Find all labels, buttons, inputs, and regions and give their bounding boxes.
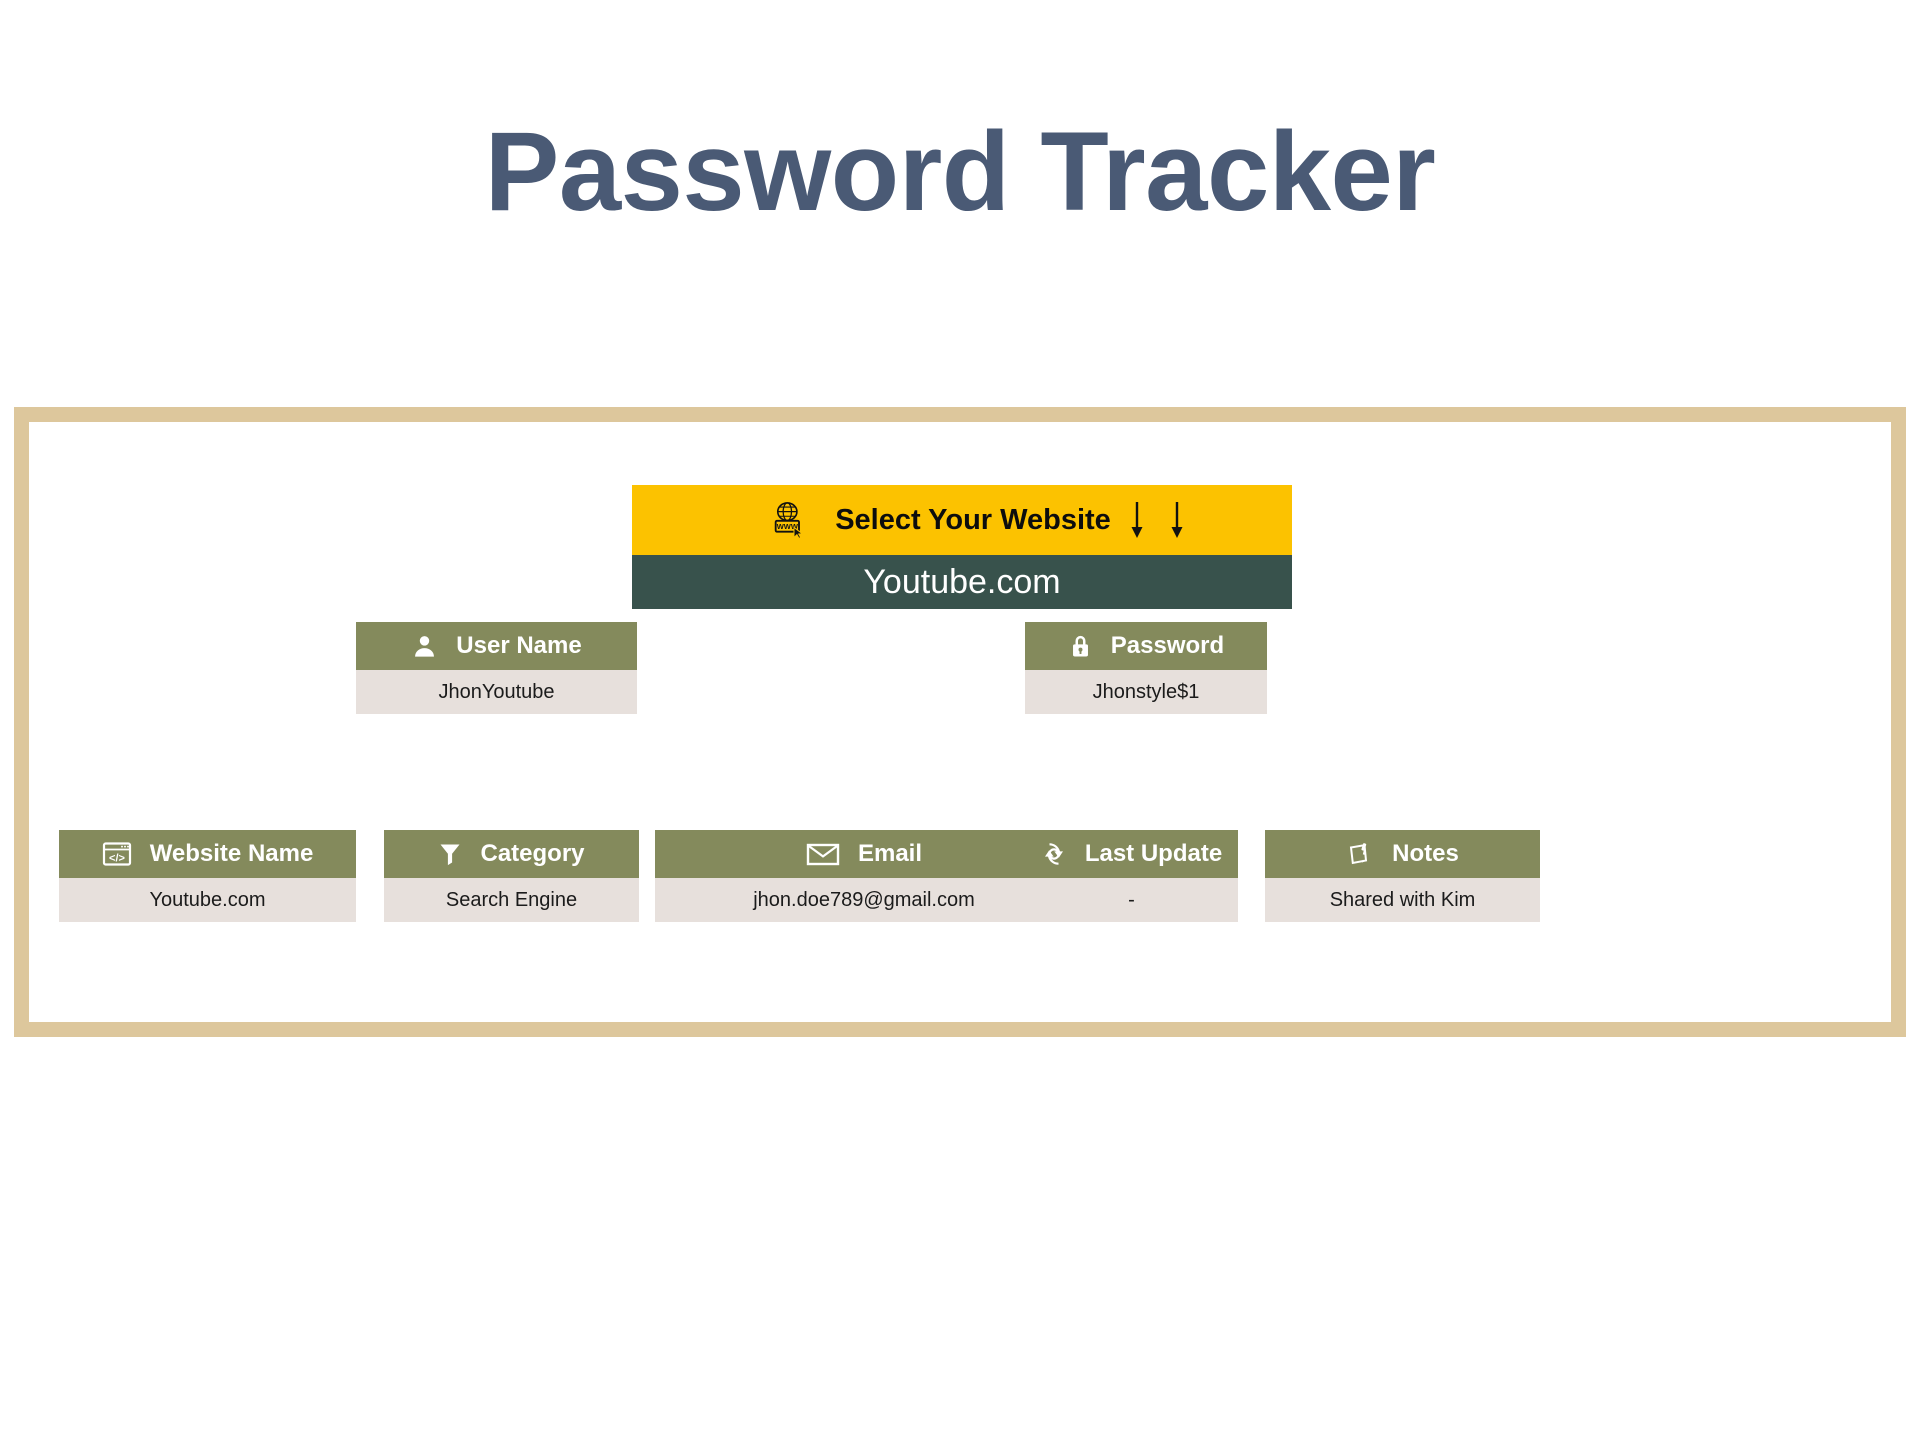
field-card-notes: Notes Shared with Kim: [1265, 830, 1540, 922]
field-label-website-name: Website Name: [149, 840, 314, 867]
website-selector[interactable]: WWW Select Your Website: [632, 485, 1292, 609]
website-selector-header: WWW Select Your Website: [632, 485, 1292, 555]
website-selector-value[interactable]: Youtube.com: [632, 555, 1292, 609]
arrow-down-icon-2: [1168, 500, 1186, 540]
field-value-user-name[interactable]: JhonYoutube: [356, 670, 637, 714]
lock-icon: [1068, 633, 1093, 660]
field-value-notes[interactable]: Shared with Kim: [1265, 878, 1540, 922]
content-frame: WWW Select Your Website: [14, 407, 1906, 1037]
field-value-password[interactable]: Jhonstyle$1: [1025, 670, 1267, 714]
field-card-category: Category Search Engine: [384, 830, 639, 922]
envelope-icon: [806, 841, 840, 867]
field-label-password: Password: [1110, 632, 1225, 659]
user-icon: [411, 633, 438, 660]
field-header-category: Category: [384, 830, 639, 878]
website-selector-arrows: [1128, 500, 1186, 540]
field-label-last-update: Last Update: [1084, 840, 1223, 867]
field-label-user-name: User Name: [456, 632, 582, 659]
refresh-sync-icon: [1041, 841, 1067, 867]
field-header-password: Password: [1025, 622, 1267, 670]
field-header-email: Email: [655, 830, 1073, 878]
page-title: Password Tracker: [484, 109, 1436, 234]
field-card-website-name: </> Website Name Youtube.com: [59, 830, 356, 922]
field-label-category: Category: [480, 840, 585, 867]
website-selector-label: Select Your Website: [835, 503, 1111, 536]
svg-text:WWW: WWW: [777, 522, 799, 531]
content-frame-inner: WWW Select Your Website: [29, 422, 1891, 1022]
field-label-email: Email: [857, 840, 923, 867]
field-header-user-name: User Name: [356, 622, 637, 670]
field-value-category[interactable]: Search Engine: [384, 878, 639, 922]
pinned-note-icon: [1346, 840, 1374, 868]
field-card-email: Email jhon.doe789@gmail.com: [655, 830, 1073, 922]
filter-funnel-icon: [438, 841, 462, 867]
field-value-website-name[interactable]: Youtube.com: [59, 878, 356, 922]
field-card-last-update: Last Update -: [1025, 830, 1238, 922]
arrow-down-icon-1: [1128, 500, 1146, 540]
field-header-notes: Notes: [1265, 830, 1540, 878]
field-card-user-name: User Name JhonYoutube: [356, 622, 637, 714]
field-label-notes: Notes: [1392, 840, 1459, 867]
field-header-last-update: Last Update: [1025, 830, 1238, 878]
field-value-last-update[interactable]: -: [1025, 878, 1238, 922]
svg-text:</>: </>: [109, 852, 125, 864]
field-card-password: Password Jhonstyle$1: [1025, 622, 1267, 714]
field-header-website-name: </> Website Name: [59, 830, 356, 878]
field-value-email[interactable]: jhon.doe789@gmail.com: [655, 878, 1073, 922]
globe-www-click-icon: WWW: [769, 500, 809, 540]
code-window-icon: </>: [102, 841, 132, 867]
